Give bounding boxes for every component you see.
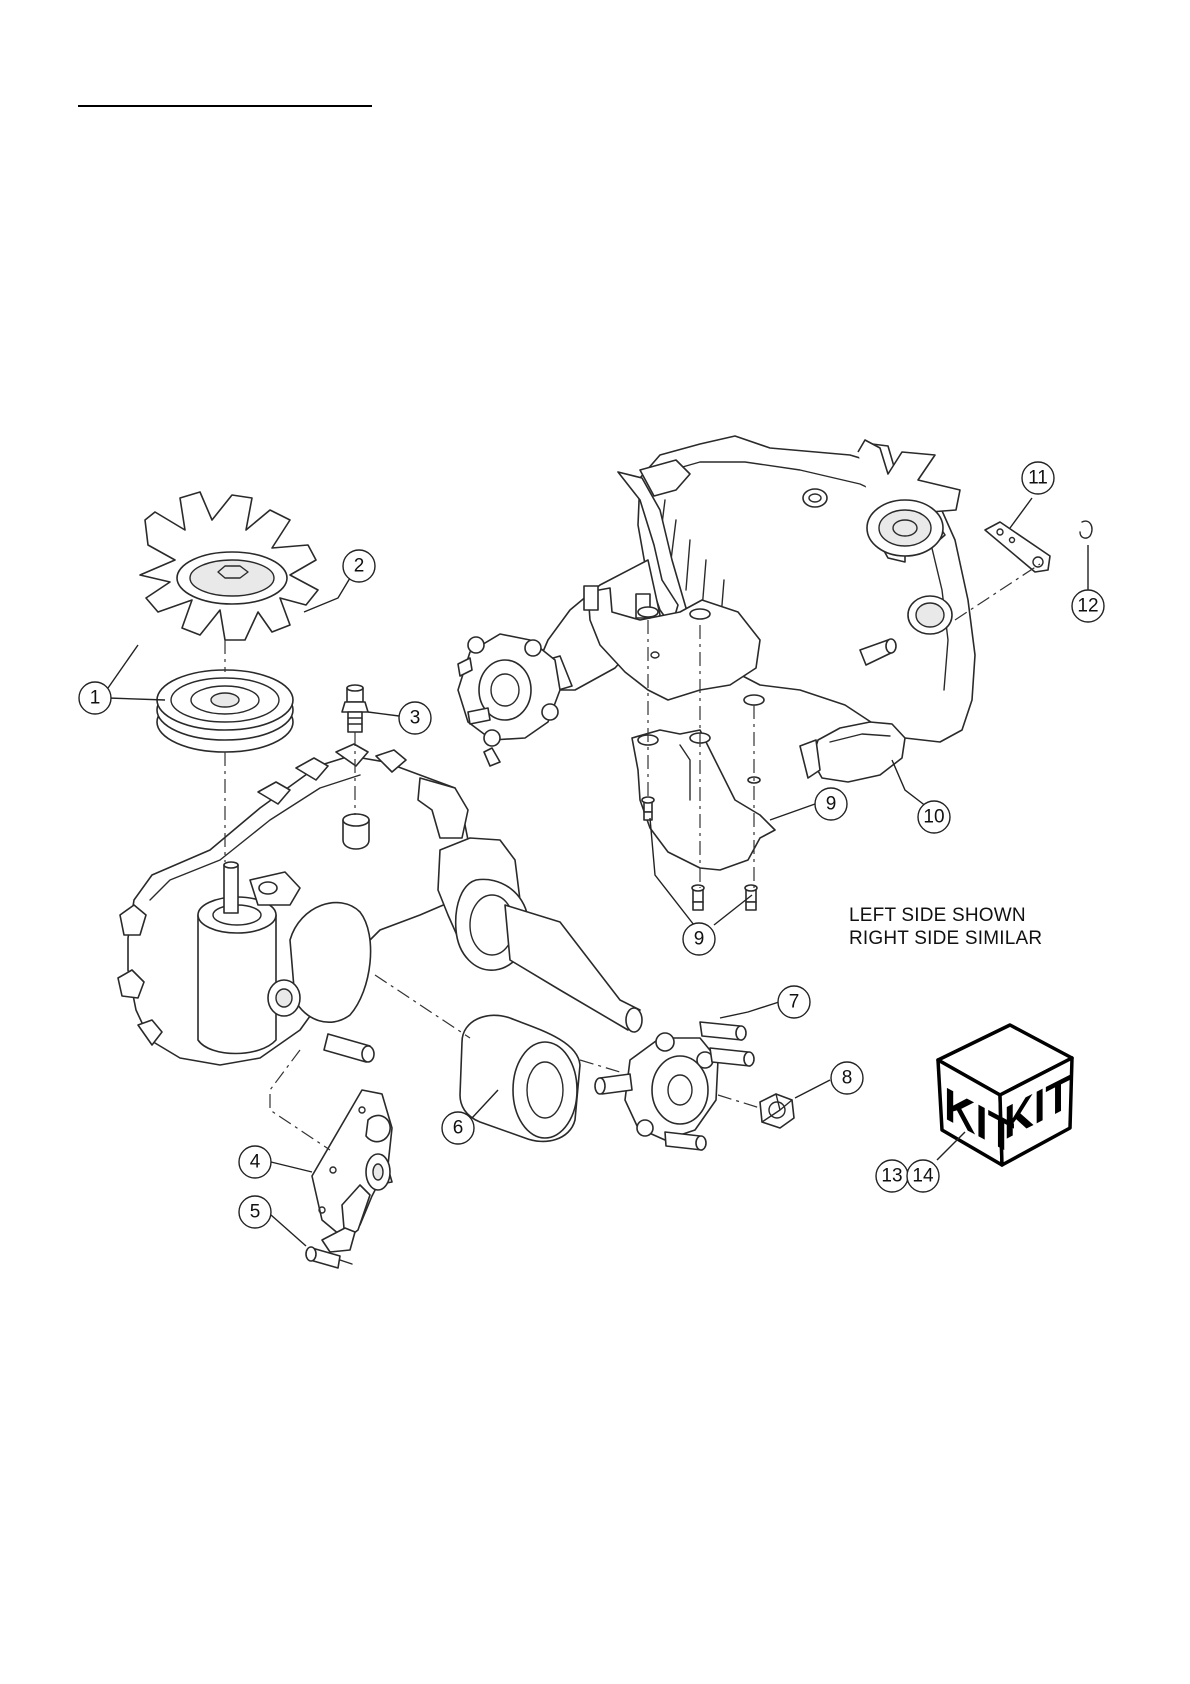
- note-line-1: LEFT SIDE SHOWN: [849, 904, 1042, 927]
- spacer: [460, 1015, 580, 1141]
- wheel-hub: [595, 1022, 754, 1150]
- callout-14: 14: [907, 1160, 939, 1192]
- callout-label: 10: [923, 807, 944, 828]
- callout-2: 2: [343, 550, 375, 582]
- callout-label: 14: [912, 1166, 934, 1187]
- callout-7: 7: [778, 986, 810, 1018]
- callout-3: 3: [399, 702, 431, 734]
- control-arm: [312, 1090, 392, 1252]
- callout-label: 9: [694, 929, 705, 950]
- note-line-2: RIGHT SIDE SIMILAR: [849, 927, 1042, 950]
- callout-5: 5: [239, 1196, 271, 1228]
- fitting-boss: [343, 814, 369, 849]
- callout-9-lower: 9: [683, 923, 715, 955]
- callout-label: 11: [1028, 468, 1048, 489]
- callout-13: 13: [876, 1160, 908, 1192]
- callout-10: 10: [918, 801, 950, 833]
- callout-label: 13: [881, 1166, 902, 1187]
- mount-pad: [800, 722, 905, 782]
- callout-8: 8: [831, 1062, 863, 1094]
- callout-label: 2: [354, 556, 365, 577]
- callout-label: 5: [250, 1202, 261, 1223]
- kit-box: KIT KIT: [938, 1025, 1072, 1166]
- callout-12: 12: [1072, 590, 1104, 622]
- callout-4: 4: [239, 1146, 271, 1178]
- orientation-note: LEFT SIDE SHOWN RIGHT SIDE SIMILAR: [849, 904, 1042, 950]
- callout-label: 3: [410, 708, 421, 729]
- pulley: [157, 670, 293, 752]
- fitting: [342, 685, 368, 732]
- callout-1: 1: [79, 682, 111, 714]
- transaxle-housing: [118, 744, 470, 1065]
- callout-11: 11: [1022, 462, 1054, 494]
- callout-label: 7: [789, 992, 800, 1013]
- callout-label: 8: [842, 1068, 853, 1089]
- callout-label: 1: [90, 688, 101, 709]
- callout-label: 9: [826, 794, 837, 815]
- callout-9-upper: 9: [815, 788, 847, 820]
- cooling-fan: [140, 492, 318, 640]
- hex-nut: [760, 1094, 794, 1128]
- housing-port: [908, 596, 952, 634]
- callout-label: 4: [250, 1152, 261, 1173]
- callout-6: 6: [442, 1112, 474, 1144]
- axle-shaft: [505, 905, 642, 1032]
- retaining-clip: [1080, 521, 1092, 538]
- callout-label: 6: [453, 1118, 464, 1139]
- callout-label: 12: [1077, 596, 1098, 617]
